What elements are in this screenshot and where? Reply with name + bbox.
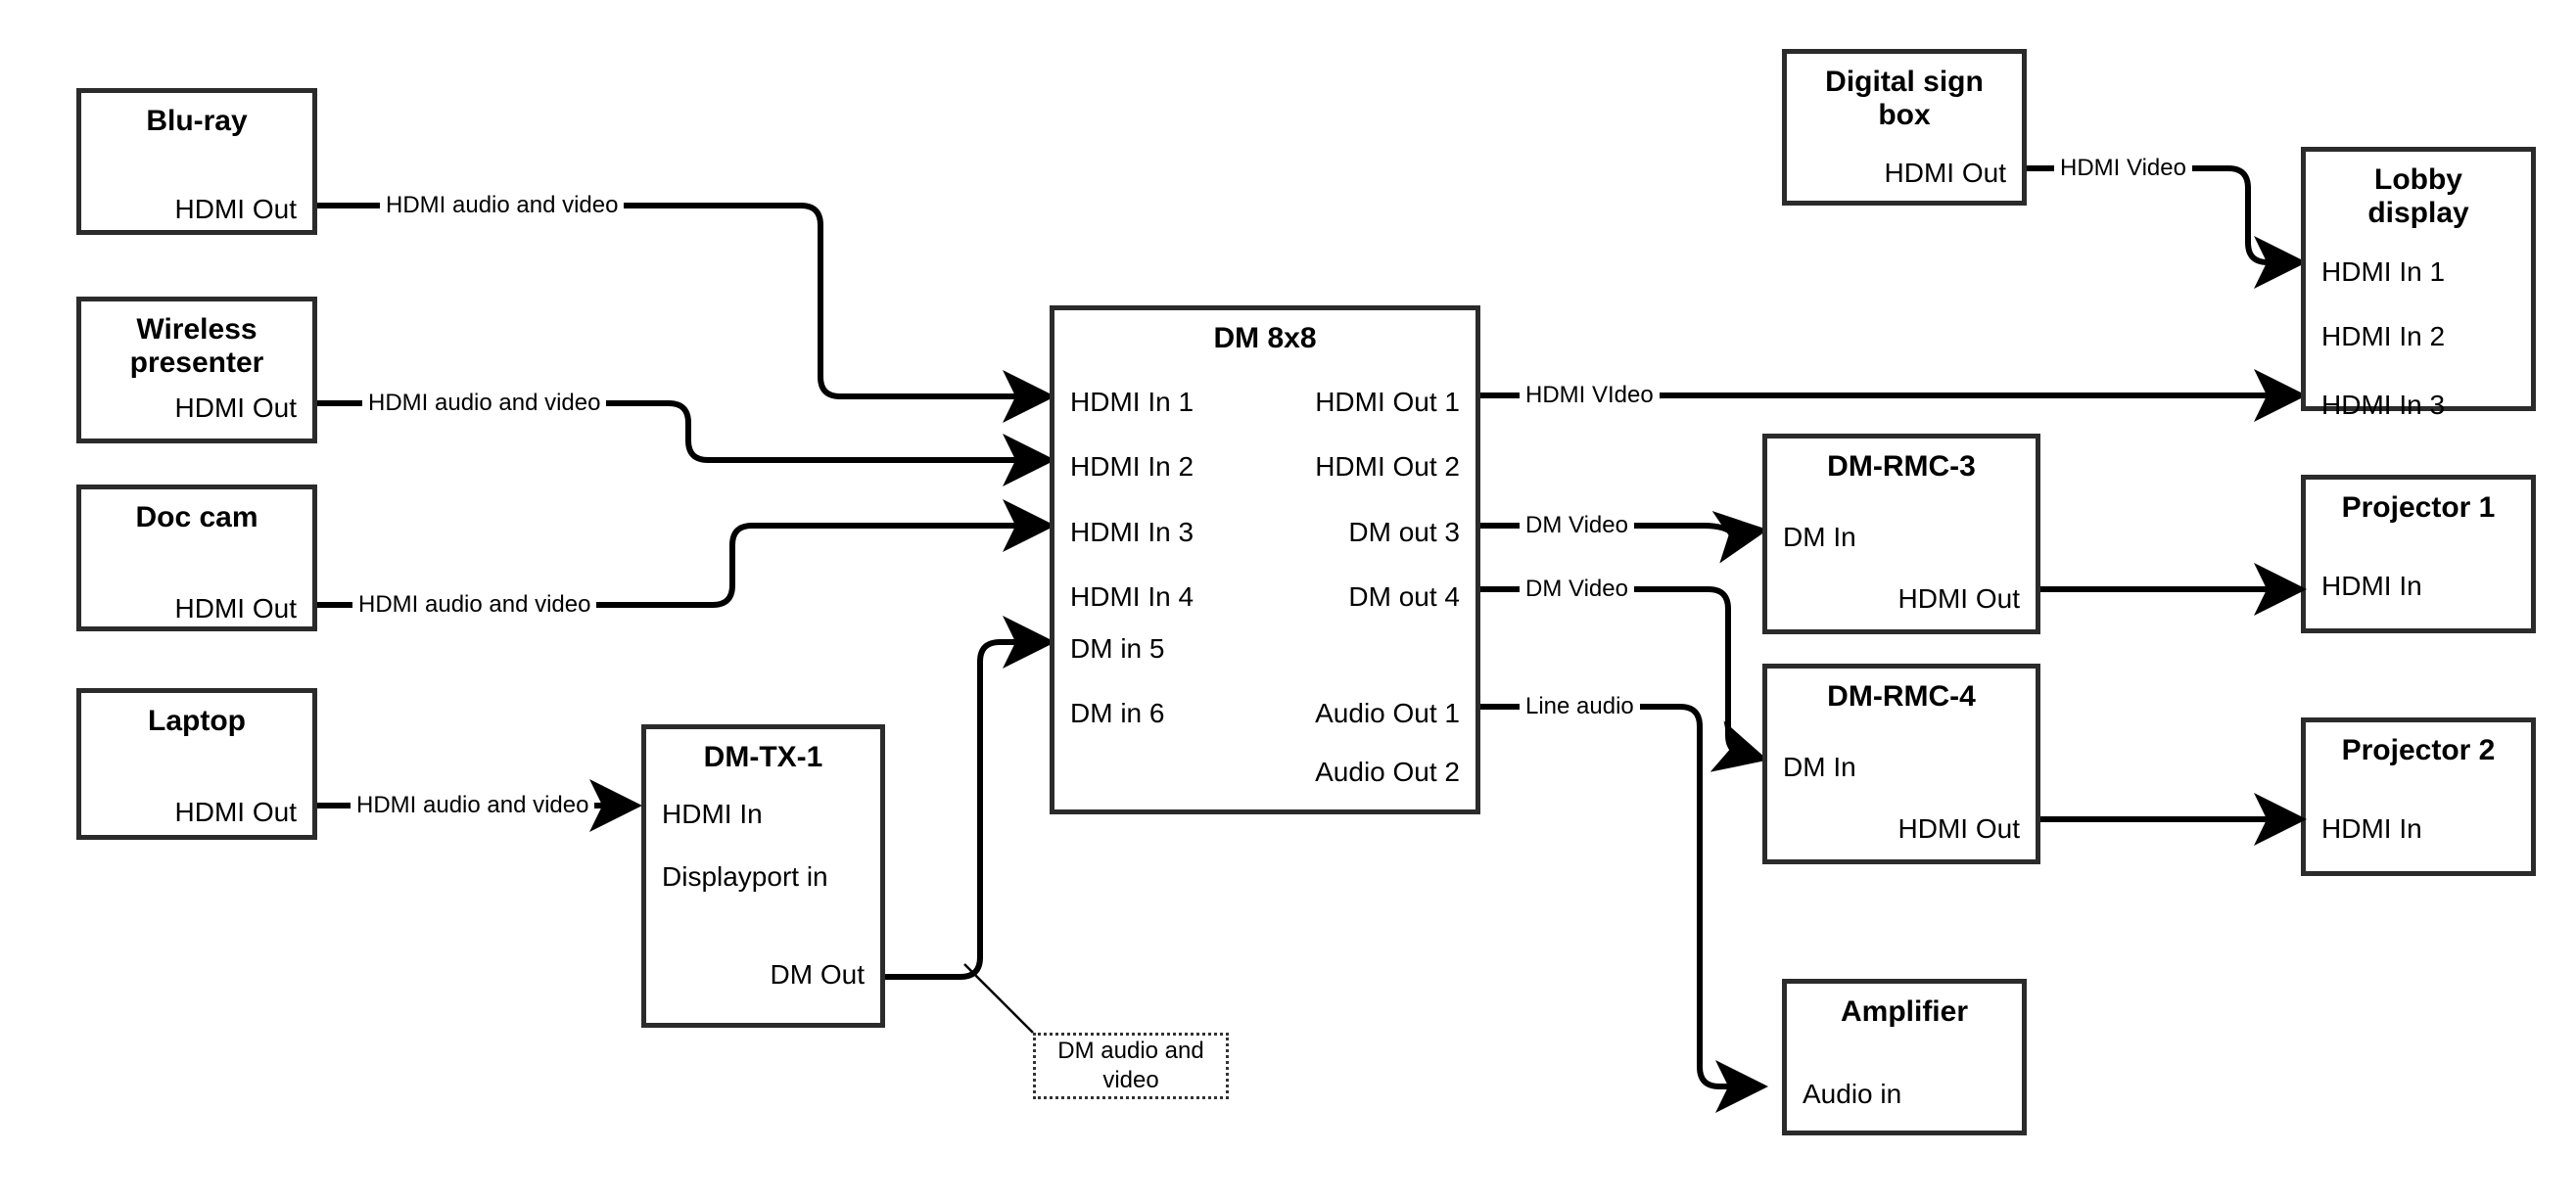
- device-dm-8x8-input-hdmi-in-2: HDMI In 2: [1070, 451, 1194, 482]
- device-wireless-presenter-title: Wireless presenter: [129, 313, 264, 379]
- device-dm-8x8-input-hdmi-in-3: HDMI In 3: [1070, 517, 1194, 547]
- device-dm-rmc-4-title: DM-RMC-4: [1827, 680, 1976, 713]
- device-digital-sign-box-port-hdmi-out: HDMI Out: [1884, 158, 2006, 188]
- device-dm-8x8-output-hdmi-out-2: HDMI Out 2: [1315, 451, 1460, 482]
- device-projector-1-port-hdmi-in: HDMI In: [2321, 571, 2422, 601]
- device-digital-sign-box-title: Digital sign box: [1825, 66, 1984, 131]
- device-dm-tx-1[interactable]: DM-TX-1 HDMI In Displayport in DM Out: [641, 724, 885, 1028]
- device-amplifier-title: Amplifier: [1840, 995, 1969, 1028]
- device-amplifier[interactable]: Amplifier Audio in: [1782, 979, 2027, 1135]
- device-dm-tx-1-port-dm-out: DM Out: [770, 959, 865, 990]
- device-dm-8x8[interactable]: DM 8x8 HDMI In 1 HDMI In 2 HDMI In 3 HDM…: [1050, 305, 1480, 814]
- wire-dmout3-to-rmc3: [1480, 511, 1768, 564]
- device-dm-8x8-output-dm-out-4: DM out 4: [1348, 581, 1460, 612]
- device-bluray-port-hdmi-out: HDMI Out: [174, 194, 297, 224]
- wire-label-dmout1-to-lobby: HDMI VIdeo: [1520, 384, 1660, 407]
- callout-leader-line: [963, 963, 1034, 1034]
- wire-label-laptop-to-dmtx1: HDMI audio and video: [351, 794, 595, 817]
- device-doc-cam-port-hdmi-out: HDMI Out: [174, 593, 297, 624]
- device-digital-sign-box[interactable]: Digital sign box HDMI Out: [1782, 49, 2027, 206]
- device-amplifier-port-audio-in: Audio in: [1803, 1079, 1902, 1109]
- device-dm-8x8-title: DM 8x8: [1213, 322, 1317, 354]
- device-lobby-display[interactable]: Lobby display HDMI In 1 HDMI In 2 HDMI I…: [2301, 147, 2536, 419]
- device-dm-rmc-3-title: DM-RMC-3: [1827, 450, 1976, 483]
- device-dm-tx-1-port-hdmi-in: HDMI In: [662, 799, 763, 829]
- wire-label-dmout4-to-rmc4: DM Video: [1520, 577, 1634, 601]
- wire-label-audioout1-to-amplifier: Line audio: [1520, 695, 1640, 718]
- device-bluray[interactable]: Blu-ray HDMI Out: [76, 88, 317, 235]
- wire-label-doccam-to-dm: HDMI audio and video: [352, 593, 597, 617]
- device-dm-8x8-input-dm-in-5: DM in 5: [1070, 633, 1165, 664]
- device-wireless-presenter[interactable]: Wireless presenter HDMI Out: [76, 297, 317, 443]
- wire-label-bluray-to-dm: HDMI audio and video: [380, 194, 625, 217]
- device-bluray-title: Blu-ray: [146, 105, 248, 137]
- wire-label-signbox-to-lobby: HDMI Video: [2054, 157, 2192, 180]
- device-dm-8x8-input-hdmi-in-4: HDMI In 4: [1070, 581, 1194, 612]
- wire-wireless-to-dm-hdmi-in-2: [317, 400, 1055, 486]
- wire-signbox-to-lobby-hdmi-in-1: [1895, 165, 2307, 289]
- wire-doccam-to-dm-hdmi-in-3: [317, 499, 1055, 608]
- device-dm-8x8-input-hdmi-in-1: HDMI In 1: [1070, 387, 1194, 417]
- device-lobby-display-title: Lobby display: [2367, 163, 2469, 229]
- device-doc-cam-title: Doc cam: [135, 501, 258, 533]
- device-laptop-title: Laptop: [148, 705, 246, 737]
- device-projector-2[interactable]: Projector 2 HDMI In: [2301, 717, 2536, 876]
- callout-dm-audio-and-video: DM audio and video: [1033, 1033, 1229, 1099]
- device-dm-rmc-3-port-hdmi-out: HDMI Out: [1897, 583, 2020, 614]
- device-projector-1[interactable]: Projector 1 HDMI In: [2301, 475, 2536, 633]
- device-dm-8x8-output-dm-out-3: DM out 3: [1348, 517, 1460, 547]
- device-projector-2-port-hdmi-in: HDMI In: [2321, 813, 2422, 844]
- device-laptop-port-hdmi-out: HDMI Out: [174, 797, 297, 827]
- wire-dmout4-to-rmc4: [1480, 586, 1768, 772]
- device-projector-2-title: Projector 2: [2341, 734, 2496, 766]
- device-projector-1-title: Projector 1: [2341, 491, 2496, 524]
- device-dm-rmc-4-port-hdmi-out: HDMI Out: [1897, 813, 2020, 844]
- device-dm-8x8-output-audio-out-2: Audio Out 2: [1315, 757, 1460, 787]
- device-dm-8x8-output-hdmi-out-1: HDMI Out 1: [1315, 387, 1460, 417]
- device-doc-cam[interactable]: Doc cam HDMI Out: [76, 485, 317, 631]
- device-dm-rmc-4-port-dm-in: DM In: [1783, 752, 1856, 782]
- wire-dmtx1-to-dm-in-5: [885, 616, 1055, 980]
- wire-label-wireless-to-dm: HDMI audio and video: [362, 392, 607, 415]
- device-dm-8x8-output-audio-out-1: Audio Out 1: [1315, 698, 1460, 728]
- device-dm-tx-1-port-displayport-in: Displayport in: [662, 861, 828, 892]
- device-lobby-display-input-hdmi-in-1: HDMI In 1: [2321, 256, 2446, 287]
- device-lobby-display-input-hdmi-in-2: HDMI In 2: [2321, 321, 2446, 351]
- device-wireless-presenter-port-hdmi-out: HDMI Out: [174, 393, 297, 423]
- device-laptop[interactable]: Laptop HDMI Out: [76, 688, 317, 840]
- device-dm-tx-1-title: DM-TX-1: [703, 741, 823, 773]
- device-dm-8x8-input-dm-in-6: DM in 6: [1070, 698, 1165, 728]
- device-dm-rmc-4[interactable]: DM-RMC-4 DM In HDMI Out: [1762, 664, 2040, 864]
- wire-label-dmout3-to-rmc3: DM Video: [1520, 514, 1634, 537]
- device-dm-rmc-3-port-dm-in: DM In: [1783, 522, 1856, 552]
- wire-audioout1-to-amplifier: [1480, 704, 1768, 1113]
- wire-bluray-to-dm-hdmi-in-1: [317, 203, 1055, 423]
- device-lobby-display-input-hdmi-in-3: HDMI In 3: [2321, 390, 2446, 420]
- device-dm-rmc-3[interactable]: DM-RMC-3 DM In HDMI Out: [1762, 434, 2040, 634]
